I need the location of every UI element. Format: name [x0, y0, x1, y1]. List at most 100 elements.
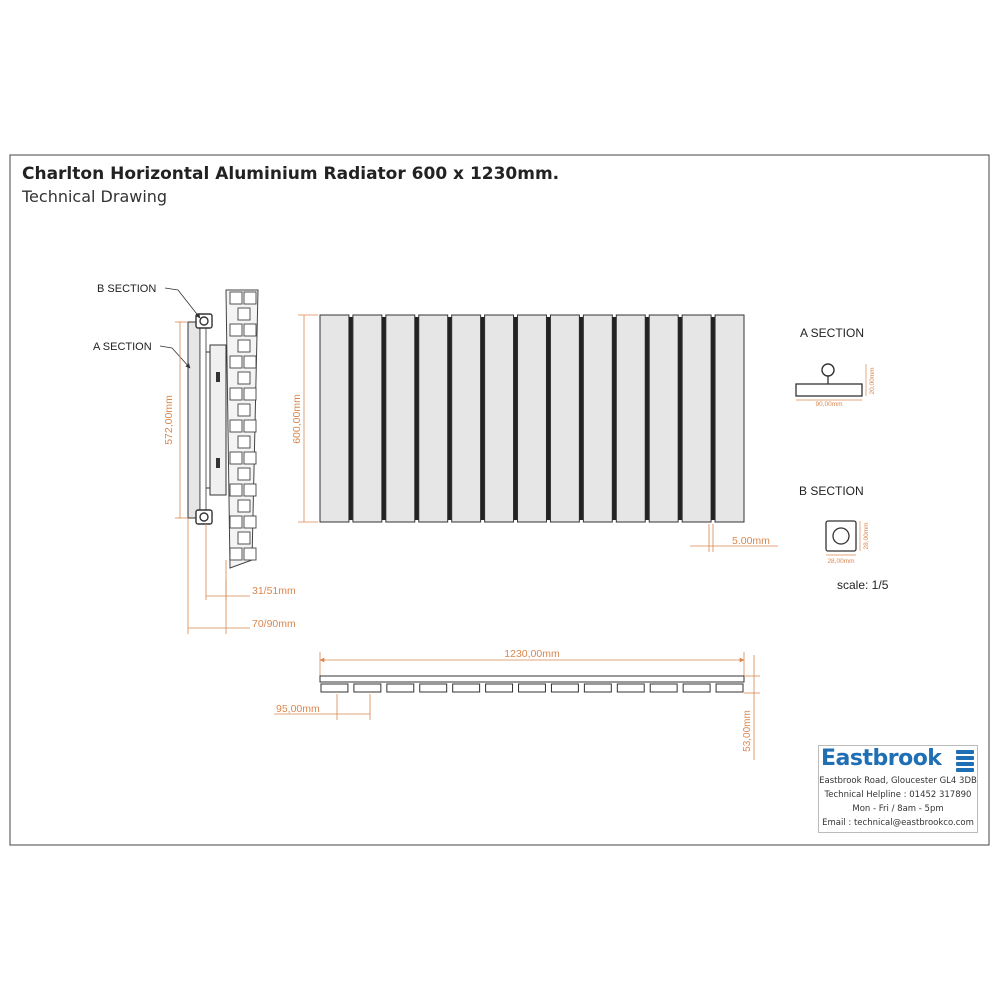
- panel-gap: [645, 317, 650, 520]
- company-info-box: Eastbrook Eastbrook Road, Gloucester GL4…: [818, 745, 978, 833]
- panel-gap: [381, 317, 386, 520]
- b-section-title: B SECTION: [799, 484, 864, 498]
- panel-gap: [480, 317, 485, 520]
- radiator-panel: [517, 314, 547, 523]
- panel-gap: [447, 317, 452, 520]
- brick: [229, 547, 243, 561]
- brick: [229, 323, 243, 337]
- a-section-height-dim: 20,00mm: [869, 367, 876, 394]
- top-fin-profile: [550, 683, 579, 693]
- panel-gap: [513, 317, 518, 520]
- brick: [237, 307, 251, 321]
- brick-wall: [225, 289, 259, 569]
- brick: [229, 515, 243, 529]
- top-fin-profile: [616, 683, 645, 693]
- radiator-panel: [681, 314, 712, 523]
- waves-icon: [956, 750, 974, 772]
- brick: [229, 355, 243, 369]
- brick: [229, 483, 243, 497]
- a-section-leader: [159, 345, 191, 369]
- top-fin-profile: [583, 683, 612, 693]
- radiator-panel: [648, 314, 679, 523]
- brick: [229, 291, 243, 305]
- brick: [243, 291, 257, 305]
- front-view: 600,00mm 5.00mm: [291, 314, 778, 552]
- brick: [237, 467, 251, 481]
- sheet-frame: [9, 154, 990, 846]
- top-fin-profile: [419, 683, 448, 693]
- panel-gap: [711, 317, 716, 520]
- radiator-panel: [484, 314, 515, 523]
- brick: [243, 419, 257, 433]
- b-section-bore: [832, 527, 850, 545]
- radiator-panel: [385, 314, 416, 523]
- b-section-width-dim: 28,00mm: [827, 558, 854, 565]
- wall-bracket: [209, 344, 227, 496]
- top-fin-profile: [649, 683, 678, 693]
- radiator-panel: [549, 314, 580, 523]
- panel-gap: [546, 317, 551, 520]
- company-address: Eastbrook Road, Gloucester GL4 3DB: [819, 776, 977, 786]
- top-fin-profile: [485, 683, 514, 693]
- brick: [243, 387, 257, 401]
- brick: [243, 355, 257, 369]
- company-email[interactable]: Email : technical@eastbrookco.com: [822, 818, 974, 828]
- brick: [237, 371, 251, 385]
- radiator-panel: [418, 314, 449, 523]
- bracket-slot-bottom: [216, 458, 220, 468]
- front-height-dim: 600,00mm: [291, 394, 303, 444]
- a-section-width-dim: 90,00mm: [815, 401, 842, 408]
- wall-gap-dim: 31/51mm: [252, 585, 296, 597]
- brick: [237, 499, 251, 513]
- a-section-title: A SECTION: [800, 326, 864, 340]
- radiator-side-inner: [199, 325, 207, 515]
- radiator-side-body: [187, 321, 201, 519]
- top-fin-profile: [518, 683, 546, 693]
- company-logo: Eastbrook: [821, 746, 942, 771]
- b-section-leader: [164, 287, 201, 319]
- header-pipe-bottom: [195, 509, 213, 525]
- b-section-height-dim: 28,00mm: [863, 522, 870, 549]
- b-section-leader-label: B SECTION: [97, 283, 156, 295]
- radiator-panel: [714, 314, 745, 523]
- bracket-slot-top: [216, 372, 220, 382]
- brick: [229, 451, 243, 465]
- brick: [237, 435, 251, 449]
- brick: [243, 451, 257, 465]
- side-depth-dim: 70/90mm: [252, 618, 296, 630]
- side-height-dim: 572,00mm: [163, 395, 175, 445]
- pitch-dim: 95,00mm: [276, 703, 320, 715]
- top-view: 1230,00mm 95,00mm 53,00mm: [274, 648, 760, 760]
- b-section-detail: B SECTION 28,00mm 28,00mm: [799, 484, 870, 565]
- brick: [237, 531, 251, 545]
- company-helpline: Technical Helpline : 01452 317890: [824, 790, 972, 800]
- brick: [243, 483, 257, 497]
- panel-gap: [612, 317, 617, 520]
- a-section-leader-label: A SECTION: [93, 341, 152, 353]
- brick: [229, 419, 243, 433]
- side-view: B SECTION A SECTION 572,00mm 31/51mm 70/…: [93, 283, 296, 634]
- top-fin-profile: [320, 683, 349, 693]
- brick: [229, 387, 243, 401]
- brick: [243, 547, 257, 561]
- panel-gap: [579, 317, 584, 520]
- a-section-pipe: [821, 363, 835, 377]
- brick: [243, 323, 257, 337]
- a-section-profile: [795, 383, 863, 397]
- brick: [237, 339, 251, 353]
- top-fin-profile: [386, 683, 415, 693]
- radiator-panel: [451, 314, 482, 523]
- top-depth-dim: 53,00mm: [742, 710, 753, 752]
- top-fin-profile: [353, 683, 382, 693]
- top-fin-profile: [715, 683, 744, 693]
- radiator-panel: [582, 314, 613, 523]
- a-section-detail: A SECTION 90,00mm 20,00mm: [795, 326, 876, 408]
- top-width-dim: 1230,00mm: [504, 648, 560, 660]
- page-title: Charlton Horizontal Aluminium Radiator 6…: [22, 164, 560, 184]
- radiator-panel: [615, 314, 646, 523]
- top-header-bar: [319, 675, 745, 683]
- radiator-panel: [352, 314, 383, 523]
- scale-label: scale: 1/5: [837, 578, 889, 592]
- panel-gap: [348, 317, 353, 520]
